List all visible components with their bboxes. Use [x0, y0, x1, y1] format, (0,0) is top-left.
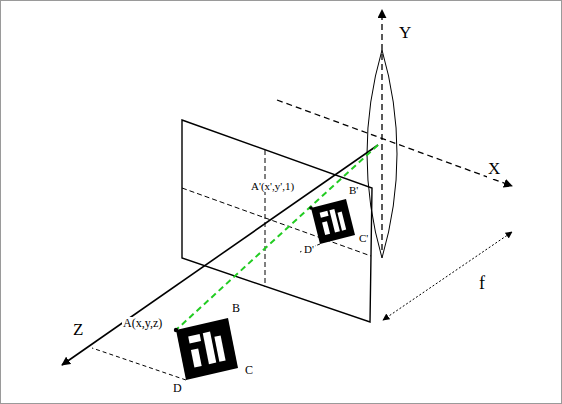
projection-line [92, 348, 186, 380]
plane-axis [265, 150, 266, 287]
image-plane [182, 120, 372, 322]
dimension-label: f [478, 274, 486, 294]
point-label: B [231, 302, 241, 315]
focal-dimension [383, 232, 512, 320]
point-label: D' [303, 243, 315, 255]
axis-label: Y [398, 24, 412, 43]
lens [367, 50, 397, 258]
point-label: B' [348, 184, 359, 196]
image-marker [311, 199, 355, 244]
projection-ray [176, 145, 378, 330]
point-label: C [244, 364, 254, 377]
point-label: A(x,y,z) [122, 317, 163, 330]
axis-label: X [487, 160, 501, 179]
point-label: C' [358, 232, 369, 244]
point-label: A'(x',y',1) [250, 180, 295, 192]
point-label: D [172, 382, 183, 395]
axis-label: Z [72, 321, 84, 340]
object-marker [176, 318, 238, 380]
plane-axis [182, 188, 371, 256]
y-axis [381, 10, 382, 250]
